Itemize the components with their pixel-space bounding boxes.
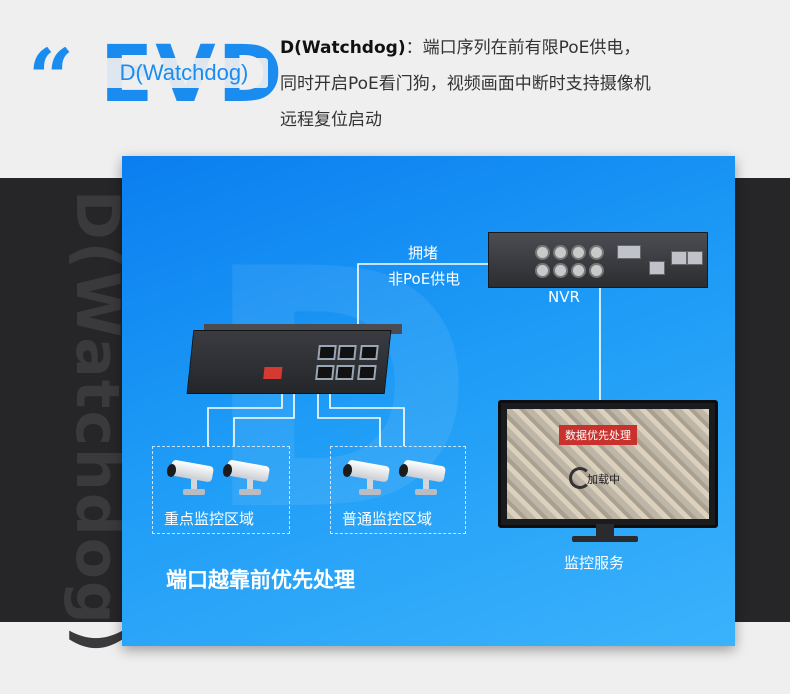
switch-to-zone1-cable-b	[233, 392, 295, 446]
loading-text: 加载中	[587, 473, 620, 486]
bnc-port-icon	[553, 245, 568, 260]
lan-jack-icon	[671, 251, 687, 265]
data-priority-badge: 数据优先处理	[559, 425, 637, 445]
bnc-port-icon	[535, 263, 550, 278]
ethernet-port-icon	[357, 365, 377, 380]
ethernet-port-icon	[359, 345, 379, 360]
congestion-label: 拥堵	[408, 244, 439, 262]
bnc-port-icon	[589, 263, 604, 278]
bnc-port-icon	[535, 245, 550, 260]
ethernet-port-icon	[317, 345, 337, 360]
desc-line-1: ：端口序列在前有限PoE供电，	[405, 38, 641, 58]
lan-jack-icon	[687, 251, 703, 265]
desc-line-2: 同时开启PoE看门狗，视频画面中断时支持摄像机	[280, 74, 651, 94]
feature-title: D(Watchdog)	[280, 38, 406, 58]
key-monitoring-zone	[152, 446, 290, 534]
key-zone-label: 重点监控区域	[164, 510, 255, 528]
bnc-port-icon	[571, 245, 586, 260]
network-diagram-panel: D 拥堵 非PoE供电 NVR	[122, 156, 735, 646]
switch-to-zone1-cable	[207, 392, 283, 446]
ethernet-port-icon	[315, 365, 335, 380]
bnc-port-icon	[571, 263, 586, 278]
dip-switch-icon	[263, 367, 283, 379]
monitor-stand-neck	[596, 524, 614, 536]
ethernet-port-icon	[335, 365, 355, 380]
non-poe-label: 非PoE供电	[388, 270, 461, 288]
switch-to-zone2-cable	[317, 392, 381, 446]
monitor-label: 监控服务	[564, 554, 625, 572]
monitor-icon: 数据优先处理 加载中	[498, 400, 718, 528]
vertical-watchdog-text: D(Watchdog)	[62, 190, 132, 656]
wiring-lines	[207, 263, 601, 446]
bullet-camera-icon	[341, 459, 393, 501]
bullet-camera-icon	[165, 459, 217, 501]
poe-switch-icon	[186, 330, 392, 394]
switch-to-zone2-cable-b	[329, 392, 405, 446]
desc-line-3: 远程复位启动	[280, 110, 382, 130]
normal-monitoring-zone	[330, 446, 466, 534]
logo-label: D(Watchdog)	[100, 58, 268, 88]
ethernet-port-icon	[337, 345, 357, 360]
quote-mark-icon: “	[28, 31, 75, 125]
normal-zone-label: 普通监控区域	[342, 510, 433, 528]
priority-caption: 端口越靠前优先处理	[166, 568, 355, 592]
spinner-icon	[569, 467, 591, 489]
feature-description: D(Watchdog)：端口序列在前有限PoE供电， 同时开启PoE看门狗，视频…	[280, 30, 750, 138]
monitor-stand-foot	[572, 536, 638, 542]
bullet-camera-icon	[397, 459, 449, 501]
switch-top-face	[204, 324, 402, 334]
usb-jack-icon	[649, 261, 665, 275]
bullet-camera-icon	[221, 459, 273, 501]
evd-logo: EVD D(Watchdog)	[100, 36, 282, 114]
bnc-port-icon	[553, 263, 568, 278]
monitor-screen: 数据优先处理 加载中	[507, 409, 709, 519]
vga-jack-icon	[617, 245, 641, 259]
nvr-label: NVR	[548, 288, 580, 306]
nvr-recorder-icon	[488, 232, 708, 288]
switch-to-nvr-cable	[357, 263, 488, 328]
bnc-port-icon	[589, 245, 604, 260]
